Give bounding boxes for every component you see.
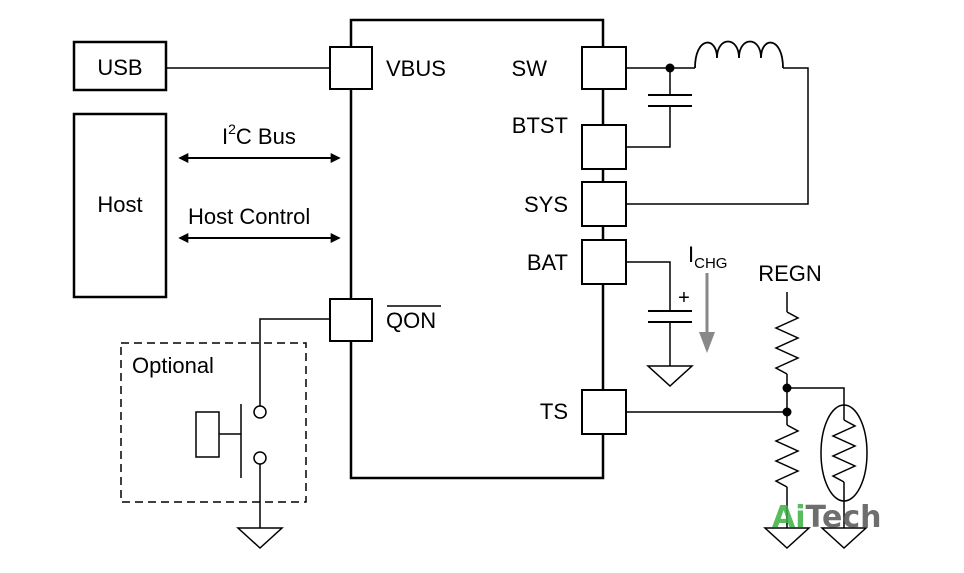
inductor-icon bbox=[694, 40, 784, 69]
boot-cap-to-btst-wire bbox=[626, 106, 671, 148]
switch-contact-top bbox=[253, 405, 267, 419]
usb-label: USB bbox=[97, 55, 142, 80]
pin-label-btst: BTST bbox=[512, 113, 568, 138]
host-block bbox=[72, 112, 168, 299]
ground-symbol-switch-icon bbox=[236, 527, 284, 550]
pin-label-ts: TS bbox=[540, 399, 568, 424]
pin-label-sys: SYS bbox=[524, 192, 568, 217]
pin-box-bat bbox=[581, 239, 627, 285]
ground-symbol-ts-icon bbox=[763, 527, 811, 550]
pin-label-qon: QON bbox=[386, 308, 436, 333]
ground-symbol-battery-icon bbox=[646, 365, 694, 388]
ichg-arrow-head-icon bbox=[699, 332, 715, 353]
watermark-part2: Tech bbox=[806, 500, 882, 535]
qon-to-switch-wire bbox=[259, 318, 330, 406]
pin-box-qon bbox=[329, 298, 373, 342]
optional-label: Optional bbox=[132, 353, 214, 378]
regn-to-thermistor-wire bbox=[787, 387, 845, 412]
host-control-label: Host Control bbox=[188, 204, 310, 229]
pin-box-sw bbox=[581, 46, 627, 90]
resistor-top-icon bbox=[774, 311, 800, 375]
pin-label-vbus: VBUS bbox=[386, 56, 446, 81]
regn-label: REGN bbox=[758, 261, 822, 286]
switch-button-icon bbox=[195, 411, 220, 458]
pin-label-sw: SW bbox=[512, 56, 548, 81]
pin-box-btst bbox=[581, 124, 627, 170]
watermark-part1: Ai bbox=[772, 500, 806, 535]
thermistor-resistor-icon bbox=[831, 419, 857, 483]
usb-block bbox=[72, 40, 168, 92]
resistor-bottom-icon bbox=[774, 424, 800, 488]
switch-contact-bottom bbox=[253, 451, 267, 465]
aitech-watermark: AiTech bbox=[772, 500, 881, 535]
bat-to-battery-wire bbox=[626, 261, 671, 311]
pin-box-ts bbox=[581, 389, 627, 435]
optional-block bbox=[120, 342, 307, 503]
host-label: Host bbox=[97, 192, 142, 217]
battery-plus-label: + bbox=[678, 287, 690, 309]
pin-box-vbus bbox=[329, 46, 373, 90]
inductor-to-sys-wire bbox=[626, 67, 809, 205]
pin-box-sys bbox=[581, 181, 627, 227]
pin-label-bat: BAT bbox=[527, 250, 568, 275]
ground-symbol-thermistor-icon bbox=[820, 527, 868, 550]
ichg-label: ICHG bbox=[688, 242, 727, 272]
i2c-bus-label: I2C Bus bbox=[222, 121, 296, 149]
